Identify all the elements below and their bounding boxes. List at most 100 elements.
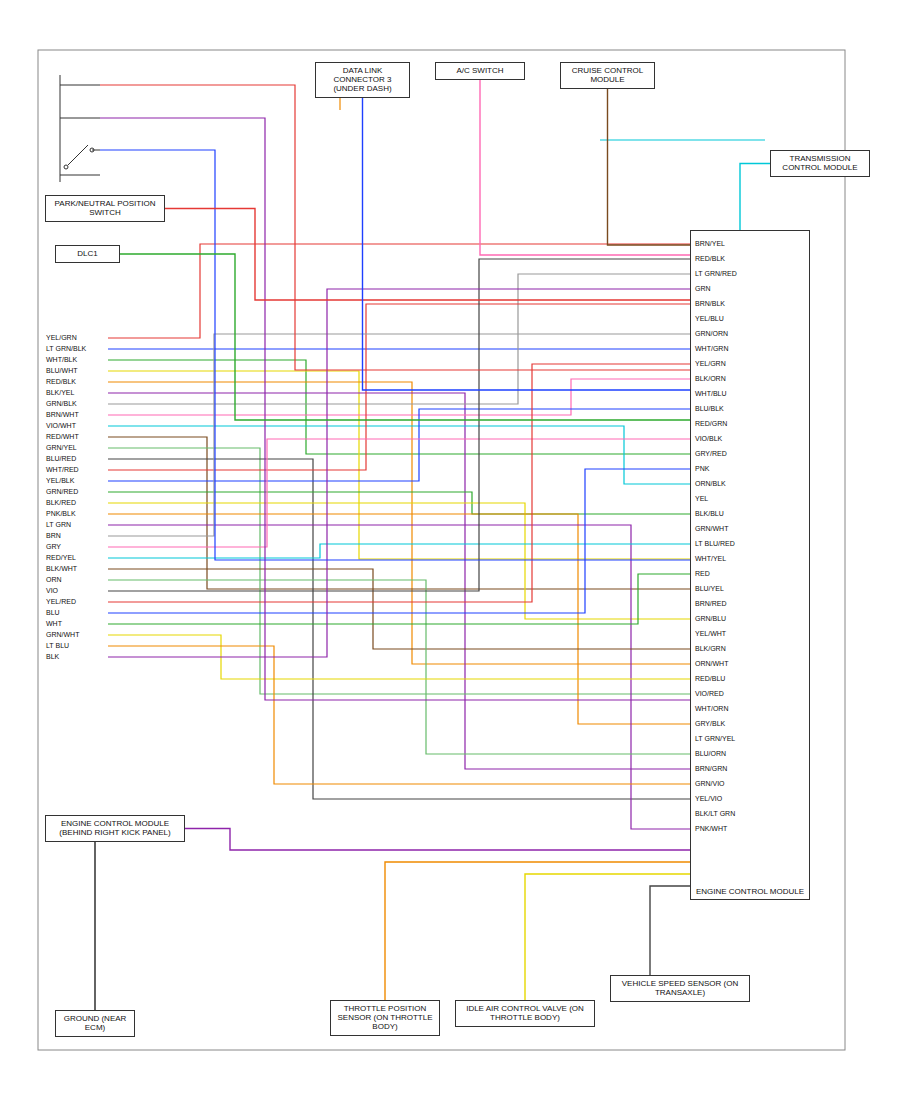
wire-color-code: BLK/YEL	[45, 389, 75, 396]
wire-color-code: YEL/BLK	[45, 477, 75, 484]
wire-color-code: GRN/RED	[45, 488, 79, 495]
wire-color-code: GRN/WHT	[694, 525, 729, 532]
wire	[108, 348, 690, 349]
component-label: DLC1	[60, 249, 115, 258]
wire	[108, 525, 690, 829]
wire-color-code: BRN/RED	[694, 600, 728, 607]
wire-connection	[650, 886, 690, 975]
wire	[100, 85, 690, 370]
wire	[108, 393, 690, 769]
wire-color-code: GRN/BLU	[694, 615, 727, 622]
component-label: CRUISE CONTROL MODULE	[565, 66, 650, 84]
wire-color-code: VIO	[45, 587, 59, 594]
wire-color-code: BRN	[45, 532, 62, 539]
wire-color-code: BLU/ORN	[694, 750, 727, 757]
wire-color-code: YEL/WHT	[694, 630, 727, 637]
component-label: THROTTLE POSITION SENSOR (ON THROTTLE BO…	[335, 1004, 435, 1032]
wire	[108, 259, 690, 591]
wire-color-code: YEL/GRN	[45, 334, 78, 341]
wire	[108, 544, 690, 558]
component-label: PARK/NEUTRAL POSITION SWITCH	[50, 199, 160, 217]
component-box: DATA LINK CONNECTOR 3 (UNDER DASH)	[315, 62, 410, 98]
wire-color-code: LT GRN/YEL	[694, 735, 736, 742]
wire	[100, 150, 690, 560]
component-box: A/C SWITCH	[435, 62, 525, 80]
wire-color-code: VIO/RED	[694, 690, 725, 697]
component-box: PARK/NEUTRAL POSITION SWITCH	[45, 195, 165, 222]
wire-color-code: ORN	[45, 576, 63, 583]
component-box: THROTTLE POSITION SENSOR (ON THROTTLE BO…	[330, 1000, 440, 1036]
wire	[108, 574, 690, 624]
wire-color-code: RED/GRN	[694, 420, 728, 427]
wire-color-code: BRN/WHT	[45, 411, 80, 418]
wire-color-code: PNK/BLK	[45, 510, 77, 517]
wire	[108, 569, 690, 649]
wire-color-code: BLK/ORN	[694, 375, 727, 382]
wire-color-code: LT BLU/RED	[694, 540, 736, 547]
component-label: TRANSMISSION CONTROL MODULE	[775, 154, 865, 172]
wire-color-code: WHT/ORN	[694, 705, 729, 712]
wire-color-code: BLU/RED	[45, 455, 77, 462]
wire	[108, 580, 690, 754]
wire-connection	[185, 829, 690, 851]
wire-color-code: WHT/YEL	[694, 555, 727, 562]
wire-color-code: BLK/WHT	[45, 565, 78, 572]
wire-color-code: BLU	[45, 609, 61, 616]
wire-color-code: WHT/GRN	[694, 345, 729, 352]
wire	[108, 514, 690, 724]
wire-color-code: BLK/LT GRN	[694, 810, 736, 817]
wire-color-code: BLK/BLU	[694, 510, 725, 517]
wire-color-code: BLU/YEL	[694, 585, 725, 592]
wire-color-code: GRN	[694, 285, 712, 292]
frame	[38, 50, 845, 1050]
wire-color-code: RED/BLK	[694, 255, 726, 262]
wire	[108, 274, 690, 404]
wire-color-code: LT BLU	[45, 642, 70, 649]
wire-color-code: RED	[694, 570, 711, 577]
wire	[108, 437, 690, 589]
wire-color-code: GRN/YEL	[45, 444, 78, 451]
component-label: GROUND (NEAR ECM)	[60, 1014, 130, 1032]
wire	[108, 469, 690, 613]
wire-color-code: LT GRN/BLK	[45, 345, 87, 352]
wire-color-code: YEL/RED	[45, 598, 77, 605]
wire-color-code: BRN/YEL	[694, 240, 726, 247]
component-label: VEHICLE SPEED SENSOR (ON TRANSAXLE)	[615, 979, 745, 997]
wire-color-code: WHT	[45, 620, 63, 627]
wire	[600, 139, 765, 140]
wire-color-code: GRY/RED	[694, 450, 728, 457]
wire-color-code: VIO/WHT	[45, 422, 77, 429]
wire-color-code: BLU/BLK	[694, 405, 725, 412]
switch-symbol	[60, 75, 100, 182]
wire-color-code: GRY/BLK	[694, 720, 726, 727]
wire-color-code: LT GRN	[45, 521, 72, 528]
wire-color-code: YEL/GRN	[694, 360, 727, 367]
wire	[108, 304, 690, 470]
wire-color-code: BLK/GRN	[694, 645, 727, 652]
wire-color-code: YEL/VIO	[694, 795, 723, 802]
component-label: ENGINE CONTROL MODULE	[695, 887, 805, 896]
component-label: IDLE AIR CONTROL VALVE (ON THROTTLE BODY…	[460, 1004, 590, 1022]
wire-color-code: WHT/RED	[45, 466, 80, 473]
wire-color-code: BLK	[45, 653, 60, 660]
wire-color-code: YEL/BLU	[694, 315, 725, 322]
wire-color-code: GRN/BLK	[45, 400, 78, 407]
wire-color-code: BLU/WHT	[45, 367, 79, 374]
wire	[108, 439, 690, 547]
wire-connection	[165, 209, 690, 301]
wire	[108, 244, 690, 338]
component-box: DLC1	[55, 245, 120, 263]
wire	[108, 426, 690, 484]
wire-color-code: PNK	[694, 465, 710, 472]
component-label: DATA LINK CONNECTOR 3 (UNDER DASH)	[320, 66, 405, 94]
wire-connection	[120, 254, 690, 420]
wire	[108, 360, 690, 454]
component-box: IDLE AIR CONTROL VALVE (ON THROTTLE BODY…	[455, 1000, 595, 1027]
wire	[108, 459, 690, 799]
wire	[108, 364, 690, 602]
wire-color-code: YEL	[694, 495, 709, 502]
wire-color-code: LT GRN/RED	[694, 270, 738, 277]
wire-color-code: ORN/WHT	[694, 660, 729, 667]
